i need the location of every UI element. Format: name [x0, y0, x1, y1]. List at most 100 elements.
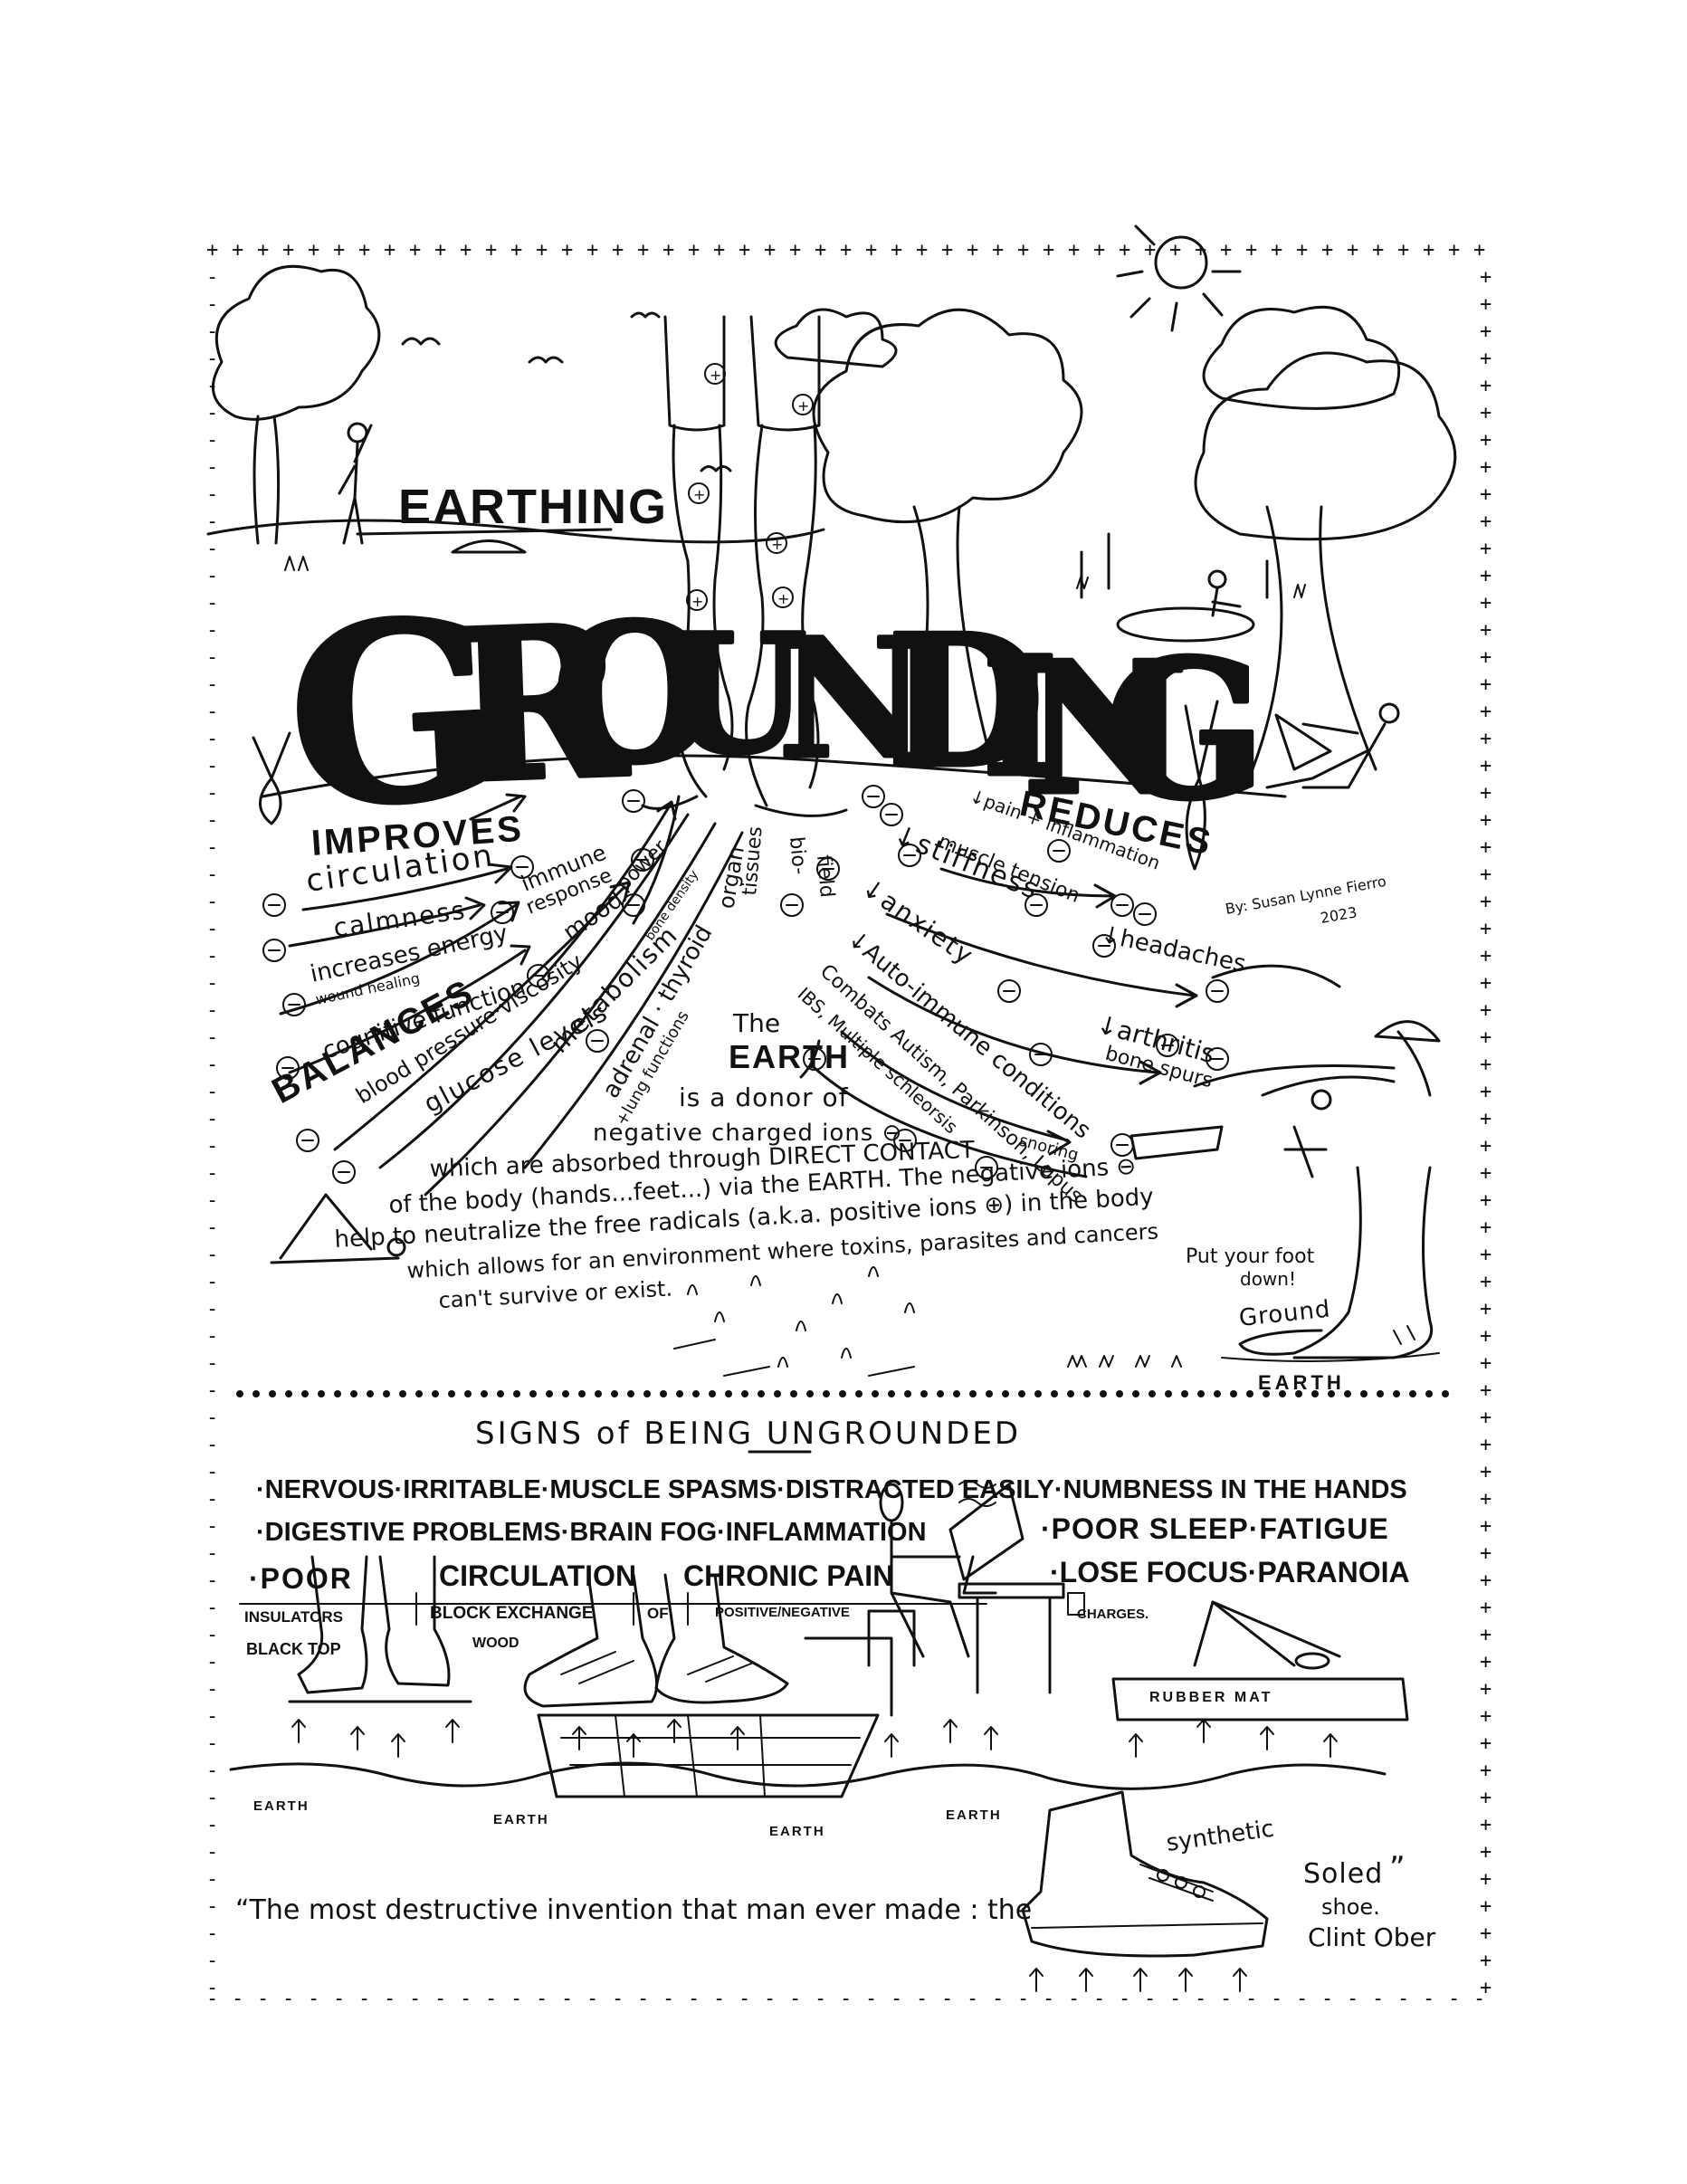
divider-dot — [790, 1390, 797, 1397]
improves-bio: bio- — [785, 835, 811, 875]
divider-dot — [1360, 1390, 1368, 1397]
minus-ion-icon — [276, 1056, 300, 1080]
border-mark: - — [865, 1988, 877, 2010]
rubber-mat-icon — [1111, 1600, 1409, 1721]
border-mark: + — [1480, 1135, 1492, 1158]
sprouts-icon — [673, 1266, 915, 1377]
border-mark: + — [941, 239, 953, 262]
divider-dot — [1181, 1390, 1188, 1397]
label-divider-lines — [239, 1592, 987, 1626]
earth-label-4: EARTH — [946, 1807, 1002, 1823]
minus-ion-icon — [282, 993, 306, 1016]
up-arrow-icon — [1079, 1968, 1093, 1992]
divider-dot — [367, 1390, 374, 1397]
border-mark: - — [840, 1988, 852, 2010]
border-mark: + — [1473, 239, 1485, 262]
border-mark: + — [409, 239, 421, 262]
border-mark: - — [1068, 1988, 1080, 2010]
border-mark: + — [1480, 1054, 1492, 1076]
border-mark: - — [510, 1988, 522, 2010]
divider-dot — [1148, 1390, 1156, 1397]
border-mark: + — [967, 239, 978, 262]
border-mark: + — [1480, 945, 1492, 968]
border-mark: + — [1480, 1760, 1492, 1782]
border-mark: - — [1119, 1988, 1130, 2010]
border-mark: - — [561, 1988, 573, 2010]
border-mark: + — [1480, 1271, 1492, 1293]
signature-year: 2023 — [1319, 903, 1358, 927]
divider-dot — [334, 1390, 341, 1397]
border-mark: + — [1480, 1162, 1492, 1185]
border-mark: - — [206, 1135, 218, 1158]
border-mark: + — [1480, 1895, 1492, 1918]
divider-dot — [1393, 1390, 1400, 1397]
border-mark: + — [1480, 1868, 1492, 1891]
earth-label-2: EARTH — [493, 1812, 549, 1827]
divider-dot — [758, 1390, 765, 1397]
svg-text:+: + — [797, 397, 809, 415]
divider-dot — [1083, 1390, 1091, 1397]
grounding-letter-d: D — [887, 596, 1044, 808]
border-mark: - — [206, 1325, 218, 1348]
boot-icon — [1021, 1790, 1269, 1958]
divider-dot — [1377, 1390, 1384, 1397]
up-arrow-icon — [1133, 1968, 1148, 1992]
border-mark: - — [206, 1434, 218, 1456]
up-arrow-icon — [445, 1719, 460, 1743]
divider-dot — [1311, 1390, 1319, 1397]
border-mark: + — [1480, 1678, 1492, 1701]
divider-dot — [513, 1390, 520, 1397]
earth-the: The — [732, 1008, 780, 1038]
minus-ion-icon — [880, 803, 903, 826]
border-mark: + — [1119, 239, 1130, 262]
border-mark: + — [1480, 1434, 1492, 1456]
up-arrow-icon — [1196, 1719, 1211, 1743]
minus-ion-icon — [780, 893, 804, 917]
up-arrow-icon — [730, 1726, 745, 1750]
border-mark: + — [561, 239, 573, 262]
border-mark: + — [1480, 646, 1492, 669]
minus-ion-icon — [1047, 839, 1071, 863]
border-mark: + — [1480, 1597, 1492, 1619]
border-mark: - — [789, 1988, 801, 2010]
stick-figure-icon — [338, 422, 373, 545]
mound-icon — [284, 539, 1306, 598]
divider-dot — [1067, 1390, 1074, 1397]
border-mark: + — [1480, 375, 1492, 397]
quote-soled: Soled — [1303, 1858, 1383, 1890]
border-mark: - — [206, 1108, 218, 1130]
border-mark: + — [1480, 1977, 1492, 1999]
grounding-letter-r: R — [449, 579, 632, 830]
minus-ion-icon — [1156, 1034, 1179, 1057]
border-mark: - — [1423, 1988, 1434, 2010]
minus-ion-icon — [862, 785, 885, 808]
border-mark: + — [1480, 1787, 1492, 1809]
border-mark: - — [206, 429, 218, 452]
border-mark: + — [1480, 1379, 1492, 1402]
up-arrow-icon — [984, 1726, 998, 1750]
label-block-exchange: BLOCK EXCHANGE — [430, 1604, 594, 1623]
ungrounded-heading: SIGNS of BEING UNGROUNDED — [475, 1416, 1021, 1452]
border-mark: + — [586, 239, 598, 262]
border-mark: - — [232, 1988, 243, 2010]
border-mark: - — [941, 1988, 953, 2010]
minus-ion-icon — [898, 844, 921, 867]
divider-dot — [1002, 1390, 1009, 1397]
foot-earth: EARTH — [1258, 1371, 1345, 1394]
border-mark: - — [1043, 1988, 1054, 2010]
border-mark: - — [206, 565, 218, 587]
svg-text:+: + — [777, 590, 789, 607]
divider-dot — [350, 1390, 357, 1397]
divider-dot — [432, 1390, 439, 1397]
divider-dot — [1034, 1390, 1042, 1397]
divider-dot — [1165, 1390, 1172, 1397]
minus-ion-icon — [262, 893, 286, 917]
earthing-title: EARTHING — [398, 480, 668, 534]
border-mark: + — [1480, 1624, 1492, 1646]
border-mark: + — [1480, 429, 1492, 452]
border-mark: - — [206, 1977, 218, 1999]
border-mark: + — [485, 239, 497, 262]
border-mark: - — [206, 1298, 218, 1321]
reduces-headaches: ↓headaches — [1099, 921, 1249, 978]
border-mark: + — [1480, 320, 1492, 343]
